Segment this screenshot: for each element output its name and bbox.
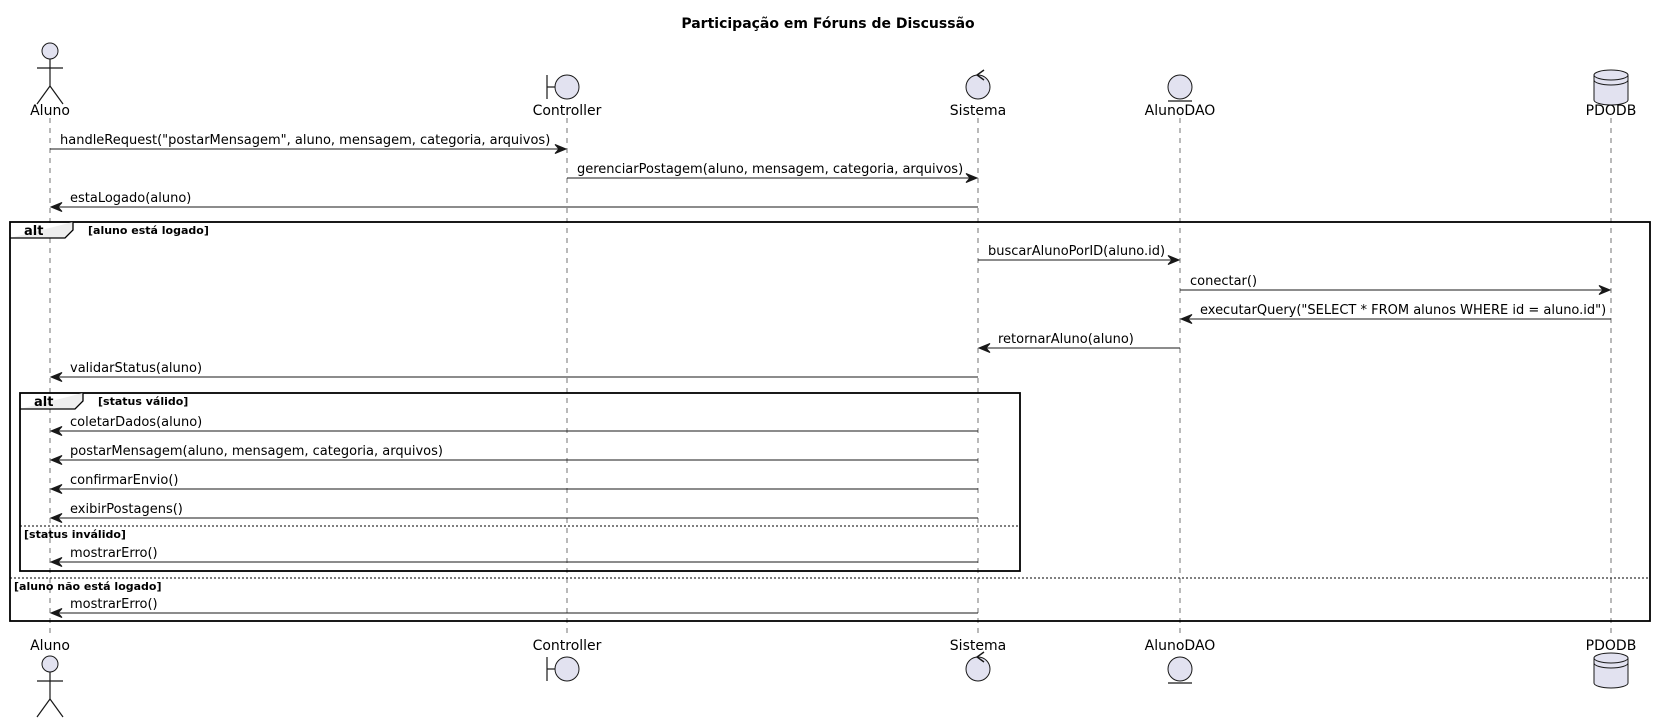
message: handleRequest("postarMensagem", aluno, m… (50, 133, 568, 154)
fragment-keyword: alt (34, 395, 53, 410)
participant-alunodao-top: AlunoDAO (1145, 74, 1216, 119)
arrowhead-icon (49, 557, 63, 567)
message: gerenciarPostagem(aluno, mensagem, categ… (567, 162, 979, 183)
message: buscarAlunoPorID(aluno.id) (978, 244, 1181, 265)
message-label: estaLogado(aluno) (70, 191, 191, 206)
message: exibirPostagens() (49, 502, 978, 523)
participant-pdodb-bottom: PDODB (1586, 638, 1637, 689)
participant-aluno-top: Aluno (30, 42, 70, 119)
participant-alunodao-bottom: AlunoDAO (1145, 638, 1216, 684)
alt-fragment: alt [aluno está logado] [aluno não está lo… (9, 221, 1651, 622)
actor-icon (36, 655, 64, 718)
database-icon (1593, 69, 1629, 106)
boundary-icon (546, 656, 580, 682)
participant-label: Sistema (950, 638, 1006, 654)
message-label: mostrarErro() (70, 546, 158, 561)
message: coletarDados(aluno) (49, 415, 978, 436)
arrowhead-icon (1167, 255, 1181, 265)
arrowhead-icon (49, 484, 63, 494)
participant-pdodb-top: PDODB (1586, 69, 1637, 119)
message-label: validarStatus(aluno) (70, 361, 202, 376)
message-label: retornarAluno(aluno) (998, 332, 1134, 347)
arrowhead-icon (1598, 285, 1612, 295)
control-icon (965, 69, 991, 100)
participant-label: Controller (533, 103, 602, 119)
participant-label: Aluno (30, 103, 70, 119)
message-label: coletarDados(aluno) (70, 415, 202, 430)
message: conectar() (1180, 274, 1612, 295)
arrowhead-icon (554, 144, 568, 154)
arrowhead-icon (49, 202, 63, 212)
boundary-icon (546, 74, 580, 100)
fragment-else-guard: [status inválido] (24, 528, 126, 541)
message-label: gerenciarPostagem(aluno, mensagem, categ… (577, 162, 963, 177)
diagram-title: Participação em Fóruns de Discussão (681, 16, 975, 32)
participant-sistema-top: Sistema (950, 69, 1006, 119)
participant-label: Sistema (950, 103, 1006, 119)
arrowhead-icon (1179, 314, 1193, 324)
alt-fragment: alt [status válido] [status inválido] (19, 392, 1021, 572)
arrowhead-icon (49, 608, 63, 618)
message-label: confirmarEnvio() (70, 473, 178, 488)
arrowhead-icon (49, 455, 63, 465)
message: estaLogado(aluno) (49, 191, 978, 212)
message: executarQuery("SELECT * FROM alunos WHER… (1179, 303, 1611, 324)
message: retornarAluno(aluno) (977, 332, 1180, 353)
participant-label: AlunoDAO (1145, 103, 1216, 119)
participant-label: AlunoDAO (1145, 638, 1216, 654)
participant-aluno-bottom: Aluno (30, 638, 70, 718)
participant-controller-bottom: Controller (533, 638, 602, 682)
participant-controller-top: Controller (533, 74, 602, 119)
message: postarMensagem(aluno, mensagem, categori… (49, 444, 978, 465)
entity-icon (1167, 74, 1193, 102)
database-icon (1593, 652, 1629, 689)
message: confirmarEnvio() (49, 473, 978, 494)
participant-label: Controller (533, 638, 602, 654)
message-label: postarMensagem(aluno, mensagem, categori… (70, 444, 443, 459)
arrowhead-icon (49, 372, 63, 382)
message: mostrarErro() (49, 546, 978, 567)
entity-icon (1167, 656, 1193, 684)
arrowhead-icon (977, 343, 991, 353)
message-label: handleRequest("postarMensagem", aluno, m… (60, 133, 550, 148)
fragment-guard: [aluno está logado] (88, 224, 209, 237)
participant-label: PDODB (1586, 103, 1637, 119)
arrowhead-icon (49, 426, 63, 436)
message-label: executarQuery("SELECT * FROM alunos WHER… (1200, 303, 1606, 318)
message-label: exibirPostagens() (70, 502, 183, 517)
arrowhead-icon (965, 173, 979, 183)
participant-label: Aluno (30, 638, 70, 654)
message-label: conectar() (1190, 274, 1257, 289)
arrowhead-icon (49, 513, 63, 523)
message: mostrarErro() (49, 597, 978, 618)
participant-sistema-bottom: Sistema (950, 638, 1006, 682)
actor-icon (36, 42, 64, 105)
fragment-guard: [status válido] (98, 395, 188, 408)
control-icon (965, 651, 991, 682)
participant-label: PDODB (1586, 638, 1637, 654)
message-label: mostrarErro() (70, 597, 158, 612)
message-label: buscarAlunoPorID(aluno.id) (988, 244, 1165, 259)
fragment-else-guard: [aluno não está logado] (14, 580, 162, 593)
message: validarStatus(aluno) (49, 361, 978, 382)
fragment-keyword: alt (24, 224, 43, 239)
